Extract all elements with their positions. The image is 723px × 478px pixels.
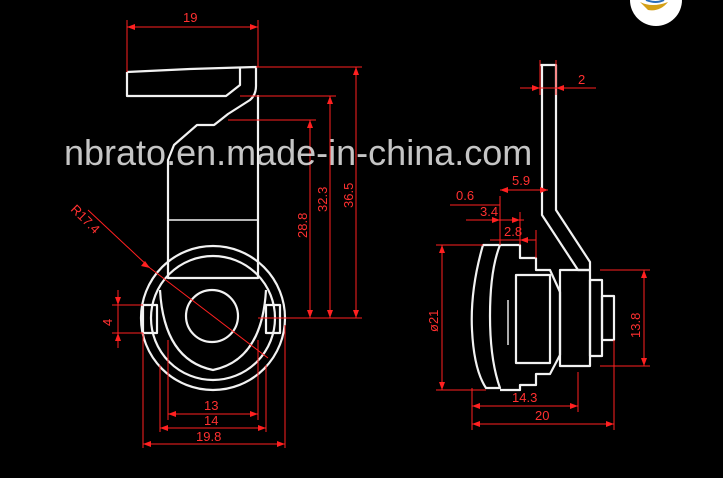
cylinder-tip xyxy=(600,294,616,342)
dim-bottom-c: 19.8 xyxy=(196,429,221,444)
dim-thickness: 2 xyxy=(578,72,585,87)
dim-bottom-b: 14 xyxy=(204,413,218,428)
front-view xyxy=(125,65,287,392)
side-view xyxy=(470,63,616,392)
dim-top-a: 5.9 xyxy=(512,173,530,188)
body-core xyxy=(514,273,552,365)
dim-diameter: ø21 xyxy=(426,310,441,332)
dim-bottom-a: 13 xyxy=(204,398,218,413)
dim-length-b: 20 xyxy=(535,408,549,423)
key-hole-circle xyxy=(184,288,240,344)
cam-lower-curve xyxy=(158,289,268,372)
cam-arm-outline xyxy=(126,65,260,280)
dim-length-a: 14.3 xyxy=(512,390,537,405)
dim-offset: 4 xyxy=(100,319,115,326)
dim-top-c: 3.4 xyxy=(480,204,498,219)
cam-arm-top xyxy=(125,67,242,98)
side-dimensions: 2 5.9 0.6 3.4 2.8 ø21 13.8 xyxy=(426,60,650,430)
arm-profile xyxy=(540,63,592,272)
dim-diameter-b: 13.8 xyxy=(628,313,643,338)
dim-height-b: 32.3 xyxy=(315,187,330,212)
cylinder-rear xyxy=(558,268,592,368)
cylinder-cap xyxy=(588,278,604,358)
flange-outline xyxy=(470,243,502,390)
dim-height-c: 36.5 xyxy=(341,183,356,208)
dim-top-d: 2.8 xyxy=(504,224,522,239)
left-tab xyxy=(141,303,159,335)
dim-top-b: 0.6 xyxy=(456,188,474,203)
bird-logo-icon xyxy=(630,0,682,26)
inner-body-circle xyxy=(149,254,277,382)
front-dimensions: 19 28.8 32.3 36.5 R17.4 4 xyxy=(68,10,362,448)
dim-width-top: 19 xyxy=(183,10,197,25)
right-tab xyxy=(264,303,282,335)
watermark-text: nbrato.en.made-in-china.com xyxy=(64,132,532,173)
dim-height-a: 28.8 xyxy=(295,213,310,238)
